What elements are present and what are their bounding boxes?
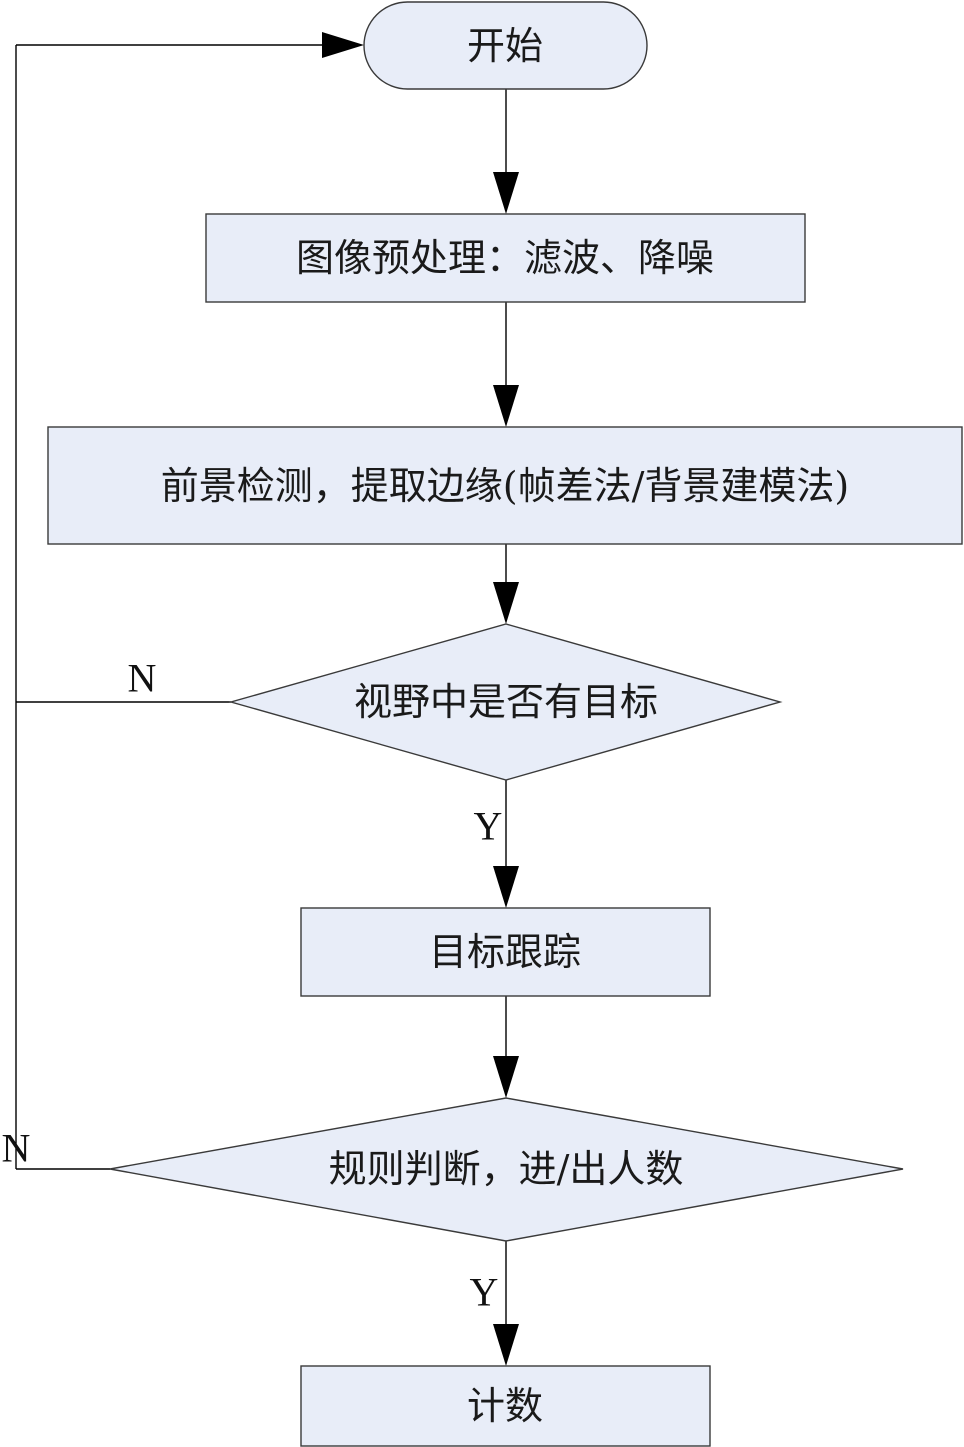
count-label: 计数: [467, 1384, 543, 1428]
node-foreground: 前景检测，提取边缘(帧差法/背景建模法): [47, 426, 963, 545]
label-decision-yes: Y: [474, 804, 503, 849]
edges: [15, 32, 519, 1366]
node-tracking: 目标跟踪: [300, 907, 711, 997]
arrowhead-loop-to-start: [322, 32, 364, 58]
rule-judge-diamond: [109, 1097, 904, 1242]
foreground-box: [47, 426, 963, 545]
label-rule-no: N: [2, 1126, 31, 1171]
arrowhead-tracking: [493, 866, 519, 908]
arrowhead-rule: [493, 1056, 519, 1098]
arrowhead-preprocess: [493, 172, 519, 214]
rule-judge-label: 规则判断，进/出人数: [329, 1147, 684, 1191]
label-decision-no: N: [128, 656, 157, 701]
arrowhead-foreground: [493, 385, 519, 427]
tracking-label: 目标跟踪: [429, 930, 581, 974]
node-count: 计数: [300, 1365, 711, 1447]
count-box: [300, 1365, 711, 1447]
node-has-target: 视野中是否有目标: [228, 623, 783, 781]
preprocess-box: [205, 213, 806, 303]
has-target-diamond: [228, 623, 783, 781]
has-target-label: 视野中是否有目标: [354, 680, 658, 724]
preprocess-label: 图像预处理：滤波、降噪: [296, 236, 714, 280]
foreground-label: 前景检测，提取边缘(帧差法/背景建模法): [161, 464, 849, 508]
edge-labels: N Y N Y: [2, 656, 503, 1315]
node-start: 开始: [363, 1, 648, 90]
start-terminator: [363, 1, 648, 90]
tracking-box: [300, 907, 711, 997]
start-label: 开始: [467, 24, 543, 68]
label-rule-yes: Y: [470, 1270, 499, 1315]
arrowhead-decision: [493, 582, 519, 624]
node-rule-judge: 规则判断，进/出人数: [109, 1097, 904, 1242]
arrowhead-count: [493, 1324, 519, 1366]
node-preprocess: 图像预处理：滤波、降噪: [205, 213, 806, 303]
